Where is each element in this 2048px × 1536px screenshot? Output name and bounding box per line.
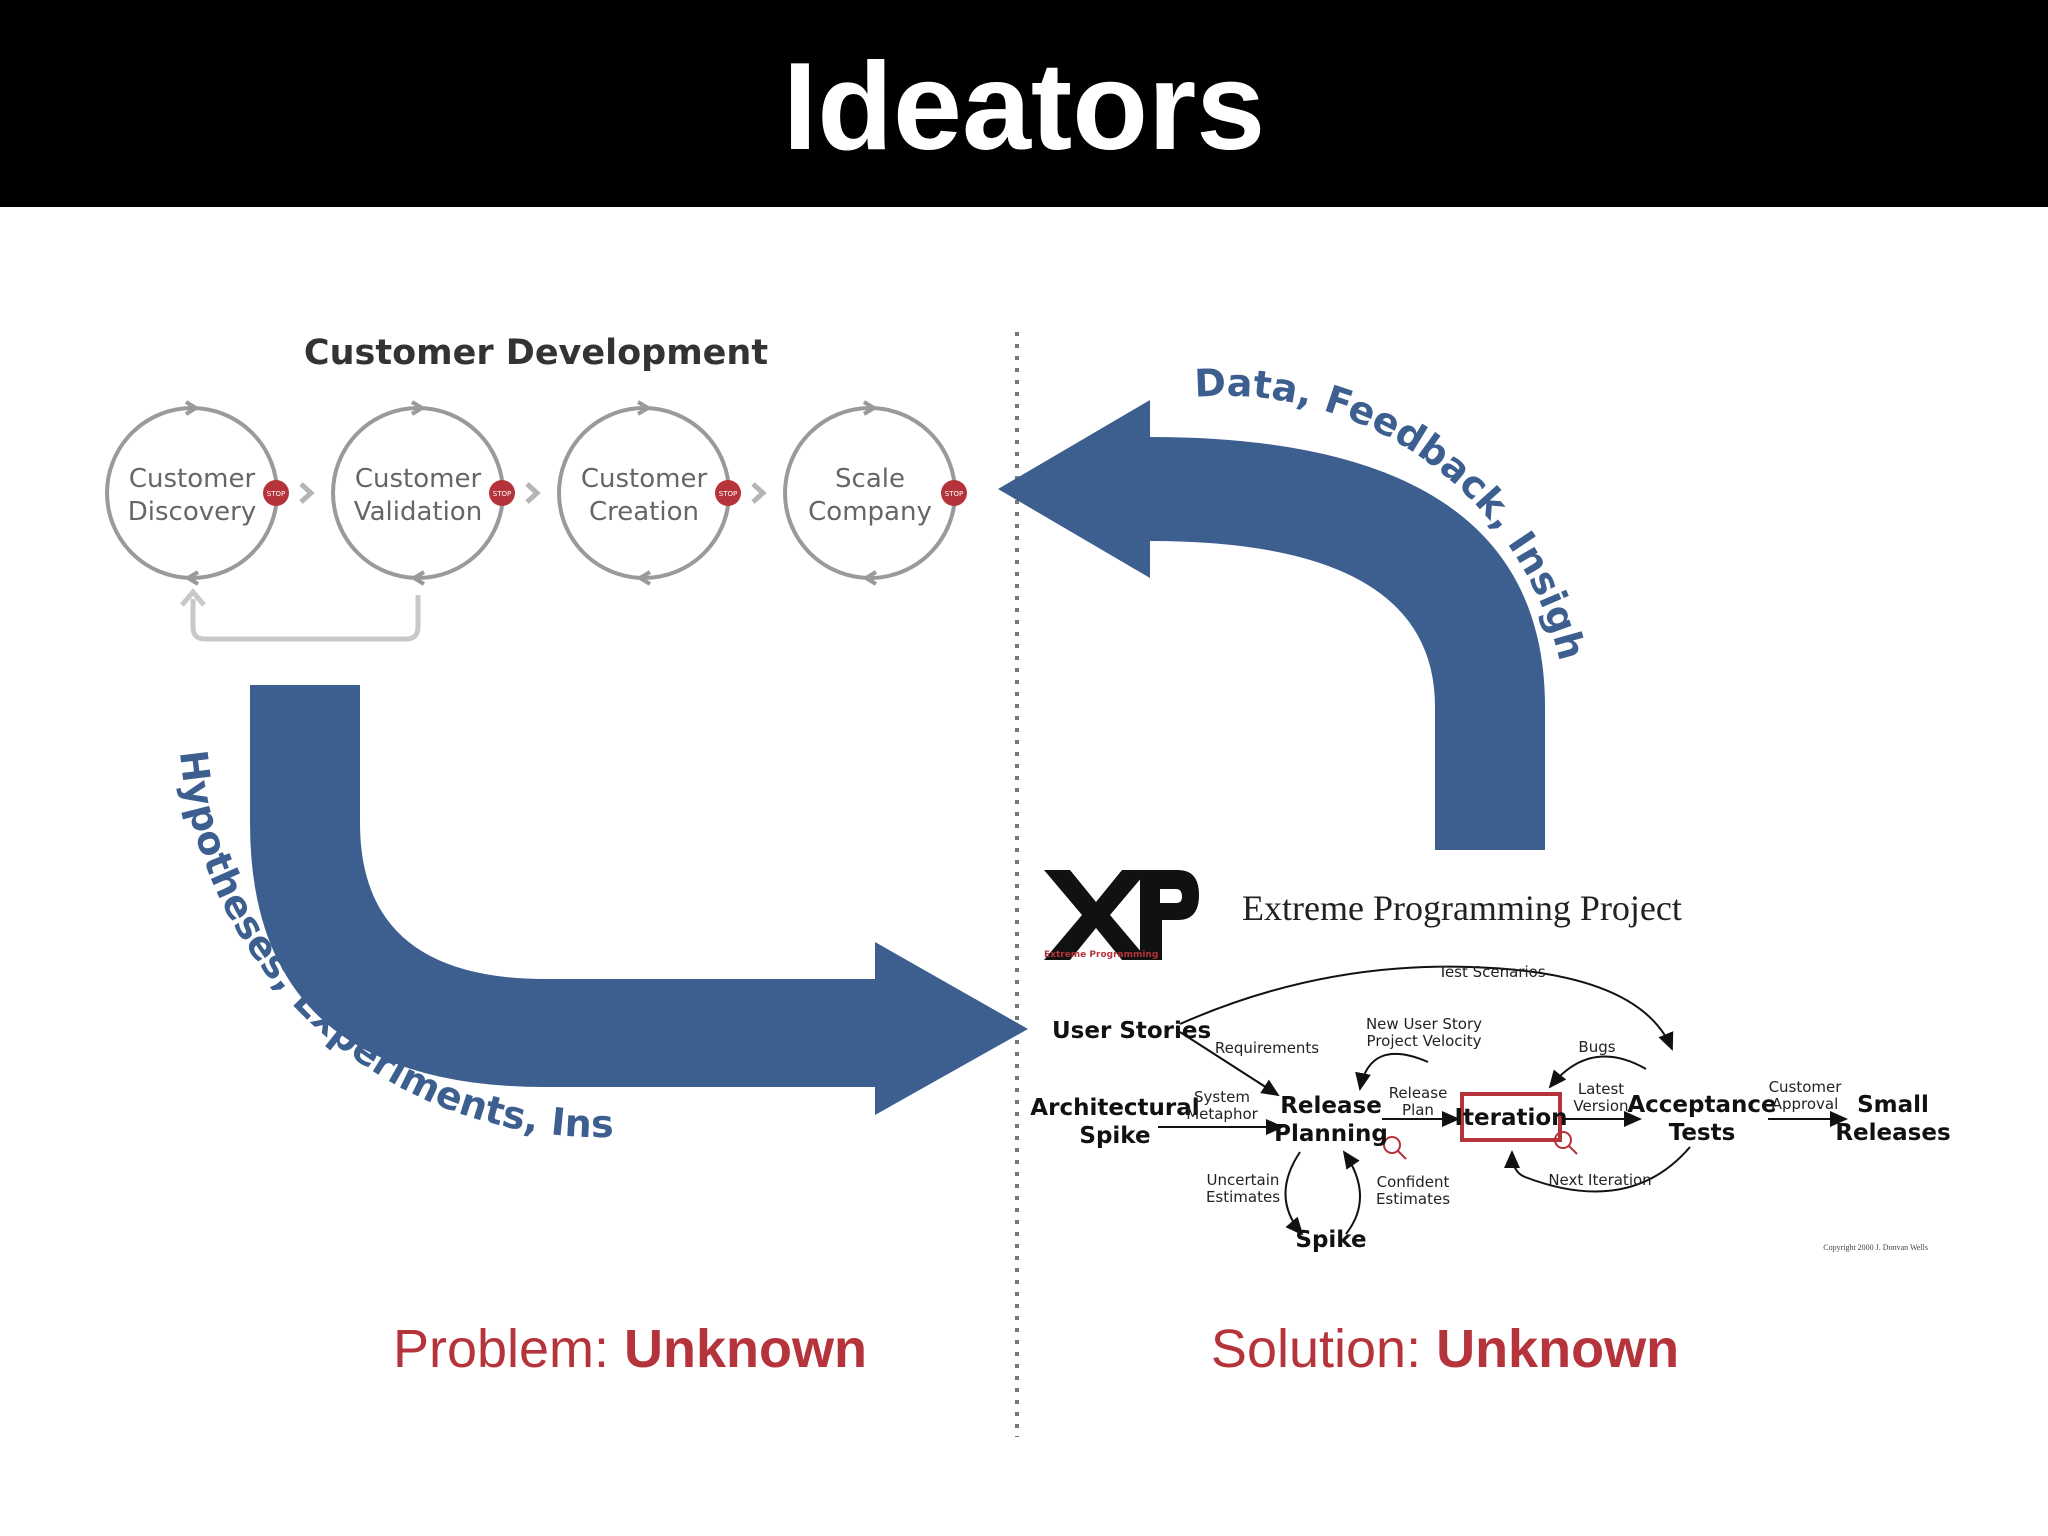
customer-development-title: Customer Development — [304, 333, 768, 373]
iteration-box — [1460, 1092, 1562, 1142]
node-release-line1: Release — [1280, 1093, 1382, 1119]
diagram-canvas: Customer Development — [0, 207, 1951, 1437]
xp-logo: XP Extreme Programming — [0, 207, 1199, 960]
loopback-arrow — [190, 595, 421, 642]
stop-badges: STOP STOP STOP STOP — [263, 480, 967, 506]
label-new-story-line1: New User Story — [1366, 1015, 1482, 1033]
label-uncertain-line1: Uncertain — [1207, 1171, 1280, 1189]
label-latest-line1: Latest — [1578, 1080, 1624, 1098]
xp-title: Extreme Programming Project — [1242, 888, 1682, 928]
stage-validation-line2: Validation — [354, 497, 482, 527]
node-spike: Spike — [1295, 1227, 1366, 1253]
stop-icon — [715, 480, 741, 506]
solution-value: Unknown — [1436, 1319, 1679, 1379]
stage-creation-line1: Customer — [581, 464, 708, 494]
stage-scale-line2: Company — [808, 497, 932, 527]
loopback-arrow-head — [180, 588, 206, 607]
node-user-stories: User Stories — [1052, 1018, 1211, 1044]
label-requirements: Requirements — [1215, 1039, 1319, 1057]
node-small-line2: Releases — [1835, 1120, 1950, 1146]
label-release-plan-line1: Release — [1389, 1084, 1448, 1102]
node-acceptance-line1: Acceptance — [1627, 1092, 1776, 1118]
stage-connectors — [299, 482, 767, 504]
node-release-line2: Planning — [1274, 1121, 1388, 1147]
node-arch-line2: Spike — [1079, 1123, 1150, 1149]
label-uncertain-line2: Estimates — [1206, 1188, 1280, 1206]
circle-chevrons — [184, 400, 878, 586]
magnifier-icon — [1554, 1131, 1572, 1149]
problem-prefix: Problem: — [393, 1319, 624, 1379]
xp-edge-labels: Test Scenarios Requirements System Metap… — [1186, 963, 1842, 1208]
solution-prefix: Solution: — [1211, 1319, 1436, 1379]
solution-caption: Solution: Unknown — [1211, 1319, 1679, 1379]
label-latest-line2: Version — [1573, 1097, 1628, 1115]
xp-edges — [1158, 965, 1848, 1236]
slide-title: Ideators — [782, 38, 1266, 176]
label-system-line1: System — [1194, 1088, 1250, 1106]
problem-caption: Problem: Unknown — [393, 1319, 867, 1379]
stage-creation-line2: Creation — [589, 497, 699, 527]
stop-icon — [263, 480, 289, 506]
stage-scale-line1: Scale — [835, 464, 905, 494]
label-new-story-line2: Project Velocity — [1367, 1032, 1482, 1050]
feedback-arrow — [998, 400, 1545, 850]
label-confident-line2: Estimates — [1376, 1190, 1450, 1208]
hypotheses-arrow — [250, 685, 1028, 1115]
xp-logo-caption: Extreme Programming — [1044, 950, 1158, 960]
label-customer-line1: Customer — [1769, 1078, 1843, 1096]
label-release-plan-line2: Plan — [1402, 1101, 1434, 1119]
label-system-line2: Metaphor — [1186, 1105, 1258, 1123]
xp-logo-text: XP — [0, 207, 2, 208]
label-bugs: Bugs — [1578, 1038, 1615, 1056]
svg-text:STOP: STOP — [493, 490, 511, 498]
node-acceptance-line2: Tests — [1669, 1120, 1736, 1146]
stage-discovery-line2: Discovery — [128, 497, 256, 527]
stop-icon — [489, 480, 515, 506]
problem-value: Unknown — [624, 1319, 867, 1379]
stage-validation-line1: Customer — [355, 464, 482, 494]
svg-text:STOP: STOP — [945, 490, 963, 498]
stage-discovery-line1: Customer — [129, 464, 256, 494]
stage-labels: Customer Discovery Customer Validation C… — [128, 464, 932, 527]
magnifier-icon — [1383, 1136, 1401, 1154]
svg-text:STOP: STOP — [719, 490, 737, 498]
xp-copyright: Copyright 2000 J. Donvan Wells — [1823, 1243, 1928, 1252]
label-confident-line1: Confident — [1377, 1173, 1450, 1191]
magnifier-icons — [1383, 1131, 1578, 1160]
label-customer-line2: Approval — [1772, 1095, 1839, 1113]
svg-text:STOP: STOP — [267, 490, 285, 498]
node-iteration: Iteration — [1454, 1105, 1567, 1131]
stop-icon — [941, 480, 967, 506]
xp-nodes: User Stories Architectural Spike Release… — [1030, 1018, 1950, 1253]
label-next-iteration: Next Iteration — [1548, 1171, 1651, 1189]
label-test-scenarios: Test Scenarios — [1437, 963, 1546, 981]
node-arch-line1: Architectural — [1030, 1095, 1199, 1121]
node-small-line1: Small — [1857, 1092, 1929, 1118]
feedback-label: Data, Feedback, Insights — [0, 207, 1594, 664]
title-bar — [0, 0, 2048, 207]
